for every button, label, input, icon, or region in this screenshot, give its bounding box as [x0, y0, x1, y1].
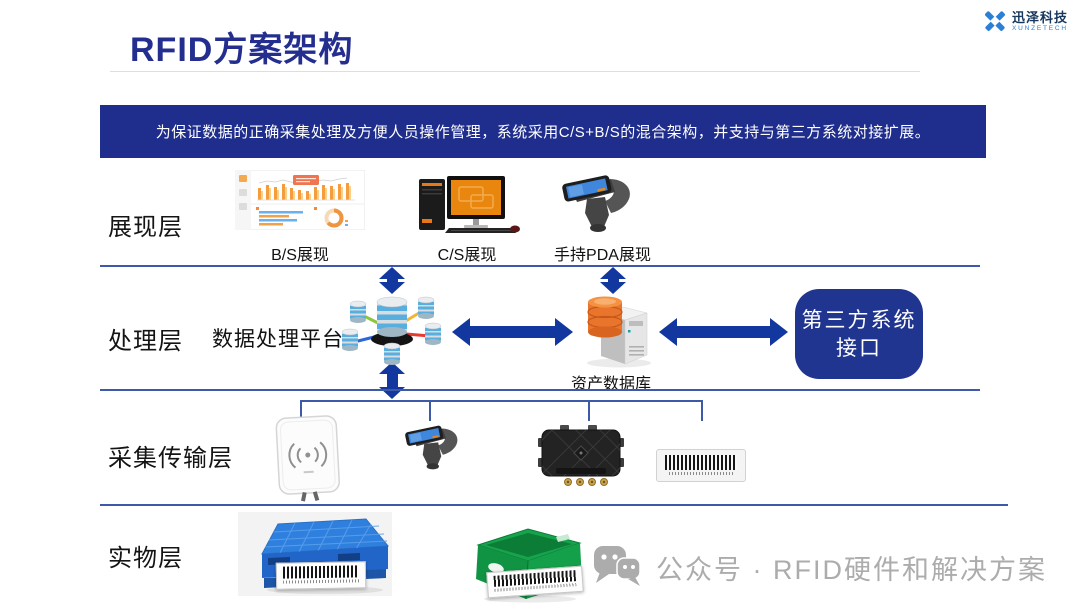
- third-party-line1: 第三方系统: [801, 307, 917, 332]
- layer-label-collection: 采集传输层: [108, 445, 233, 472]
- watermark: 公众号 · RFID硬件和解决方案: [592, 544, 1047, 590]
- caption-bs: B/S展现: [271, 247, 329, 264]
- intro-banner-text: 为保证数据的正确采集处理及方便人员操作管理，系统采用C/S+B/S的混合架构，并…: [155, 124, 931, 141]
- separator-3: [100, 504, 1008, 506]
- caption-database: 资产数据库: [570, 376, 651, 393]
- arrow-presentation-processing-icon: [379, 267, 405, 294]
- barcode-icon: [665, 455, 737, 470]
- logo-name: 迅泽科技: [1012, 10, 1069, 25]
- pallet-label-image: [275, 561, 367, 590]
- pda-image: [562, 175, 630, 232]
- logo-subtitle: XUNZETECH: [1012, 25, 1068, 32]
- arrow-platform-database-icon: [452, 318, 573, 346]
- bracket-drop-1: [300, 400, 302, 421]
- bracket-drop-3: [588, 400, 590, 421]
- barcode-digits: [283, 578, 360, 584]
- cs-computer-image: [419, 176, 520, 233]
- platform-label: 数据处理平台: [212, 328, 344, 351]
- wechat-icon: [594, 546, 641, 586]
- third-party-line2: 接口: [836, 336, 882, 360]
- bracket-drop-2: [429, 400, 431, 421]
- page-title: RFID方案架构: [130, 31, 354, 69]
- layer-label-processing: 处理层: [108, 328, 183, 355]
- company-logo: 迅泽科技 XUNZETECH: [982, 8, 1068, 34]
- barcode-icon: [282, 565, 360, 579]
- rfid-tag-image: [656, 449, 746, 482]
- watermark-text: 公众号 · RFID硬件和解决方案: [656, 554, 1047, 585]
- data-platform-image: [341, 296, 442, 365]
- handheld-reader-image: [405, 425, 458, 470]
- bracket-drop-4: [701, 400, 703, 421]
- title-underline: [110, 71, 920, 72]
- caption-pda: 手持PDA展现: [554, 247, 651, 264]
- separator-2: [100, 389, 980, 391]
- bs-dashboard-image: [235, 170, 365, 230]
- logo-pinwheel-icon: [985, 11, 1005, 31]
- rfid-antenna-image: [275, 415, 340, 502]
- intro-banner: 为保证数据的正确采集处理及方便人员操作管理，系统采用C/S+B/S的混合架构，并…: [100, 105, 986, 158]
- arrow-presentation-database-icon: [600, 267, 626, 294]
- layer-label-presentation: 展现层: [108, 214, 183, 241]
- bracket-line: [300, 400, 702, 402]
- asset-database-image: [587, 296, 651, 368]
- fixed-reader-image: [538, 425, 624, 486]
- barcode-digits: [669, 472, 733, 475]
- layer-label-physical: 实物层: [108, 545, 183, 572]
- arrow-database-thirdparty-icon: [659, 318, 788, 346]
- third-party-box: 第三方系统 接口: [795, 289, 923, 379]
- separator-1: [100, 265, 980, 267]
- caption-cs: C/S展现: [437, 247, 497, 264]
